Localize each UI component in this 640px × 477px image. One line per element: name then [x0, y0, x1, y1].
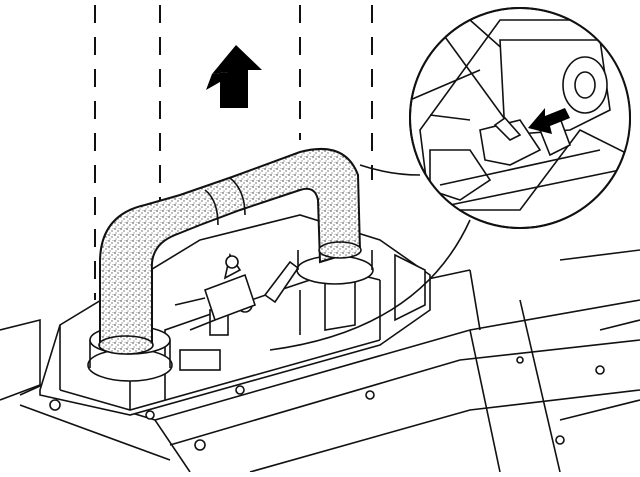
left-arrow-icon [528, 108, 570, 134]
guide-lines [94, 5, 373, 300]
detail-leader-line [359, 164, 421, 176]
up-arrow-icon [206, 45, 262, 108]
detail-leader-curve [269, 219, 471, 351]
hose-clamp [174, 252, 300, 331]
coolant-hose [98, 147, 362, 355]
detail-magnifier [269, 7, 631, 351]
